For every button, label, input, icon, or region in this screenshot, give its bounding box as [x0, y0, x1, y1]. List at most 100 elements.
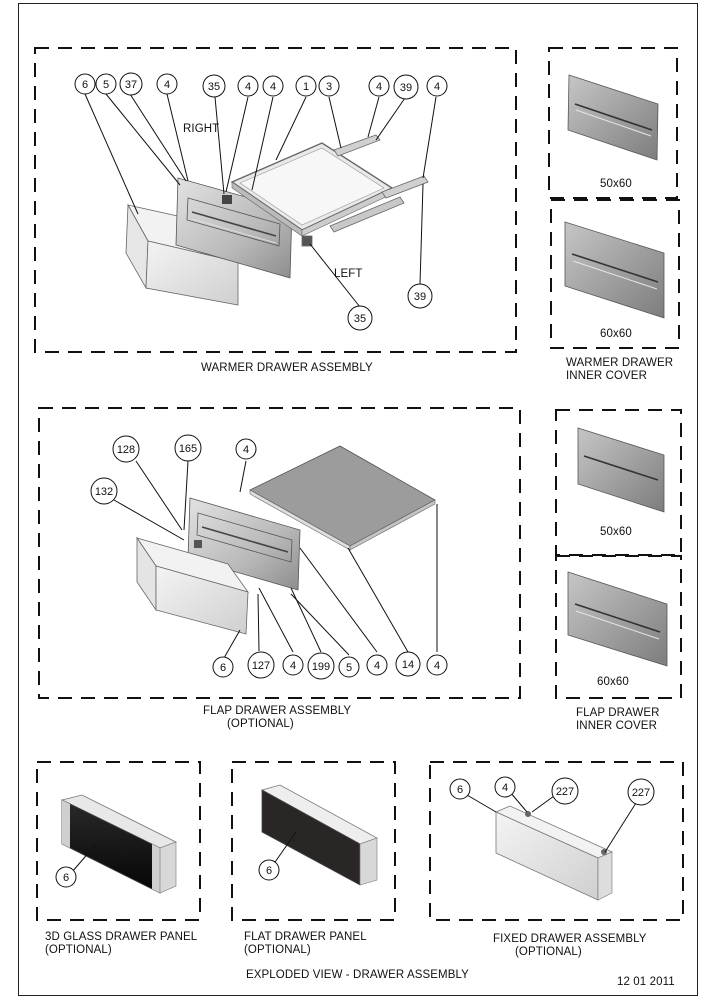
- callout-circle: [347, 305, 373, 331]
- callout-number: 5: [346, 662, 352, 674]
- warmer-cover-size-2: 60x60: [600, 328, 632, 340]
- callout-number: 6: [82, 79, 88, 91]
- warmer-cover-title-1: WARMER DRAWER: [566, 357, 674, 369]
- warmer-cover-60x60: [564, 221, 665, 319]
- callout-number: 14: [402, 659, 414, 671]
- callout-circle: [627, 778, 655, 806]
- callout-number: 4: [374, 660, 380, 672]
- callout-circle: [551, 777, 579, 805]
- fixed-assembly-title-2: (OPTIONAL): [515, 946, 582, 958]
- callout-circle: [338, 656, 360, 678]
- callout-number: 4: [164, 79, 170, 91]
- callout-number: 165: [179, 443, 197, 455]
- flat-panel-box: [231, 761, 396, 921]
- callout-number: 6: [266, 865, 272, 877]
- callout-circle: [202, 74, 226, 98]
- flap-assembly-title-2: (OPTIONAL): [227, 718, 294, 730]
- warmer-cover-50x60: [567, 74, 659, 161]
- callout-circle: [247, 651, 275, 679]
- fixed-assembly-title-1: FIXED DRAWER ASSEMBLY: [493, 933, 647, 945]
- callout-number: 199: [312, 661, 330, 673]
- callout-circle: [368, 75, 390, 97]
- callout-number: 227: [632, 787, 650, 799]
- glass-drawer-panel: [60, 794, 177, 894]
- warmer-cover-title-2: INNER COVER: [566, 370, 647, 382]
- flap-front-panel: [136, 536, 249, 635]
- callout-circle: [235, 438, 257, 460]
- callout-circle: [95, 73, 117, 95]
- callout-number: 39: [400, 82, 412, 94]
- flap-assembly-title-1: FLAP DRAWER ASSEMBLY: [203, 705, 352, 717]
- callout-number: 4: [245, 81, 251, 93]
- flap-cover-50x60: [577, 427, 665, 513]
- fixed-drawer-box: [429, 761, 684, 921]
- flap-cover-50x60-box: [555, 409, 682, 556]
- callout-number: 132: [95, 486, 113, 498]
- callout-circle: [426, 75, 448, 97]
- callout-number: 5: [103, 79, 109, 91]
- flap-cover-title-2: INNER COVER: [576, 720, 657, 732]
- flap-top-plate: [249, 445, 436, 551]
- callout-circle: [55, 866, 77, 888]
- callout-number: 128: [117, 444, 135, 456]
- flap-cover-title-1: FLAP DRAWER: [576, 707, 660, 719]
- warmer-assembly-title: WARMER DRAWER ASSEMBLY: [201, 362, 373, 374]
- callout-number: 4: [434, 660, 440, 672]
- fixed-drawer-panel: [495, 805, 613, 901]
- callout-circle: [212, 656, 234, 678]
- callout-number: 1: [303, 81, 309, 93]
- callout-circle: [395, 651, 421, 677]
- callout-circle: [407, 283, 433, 309]
- callout-circle: [119, 72, 143, 96]
- left-side-label: LEFT: [334, 268, 363, 280]
- callout-number: 4: [270, 81, 276, 93]
- flat-drawer-panel: [260, 784, 378, 886]
- callout-circle: [494, 776, 516, 798]
- sheet-title: EXPLODED VIEW - DRAWER ASSEMBLY: [246, 969, 469, 981]
- callout-number: 37: [125, 79, 137, 91]
- flat-panel-title-2: (OPTIONAL): [244, 944, 311, 956]
- warmer-drawer-box: [34, 47, 517, 353]
- flap-inner-panel: [187, 497, 301, 591]
- warmer-rails: [301, 134, 429, 247]
- glass-panel-title-2: (OPTIONAL): [45, 944, 112, 956]
- flap-cover-60x60: [567, 571, 668, 667]
- callout-number: 6: [220, 662, 226, 674]
- callout-circle: [295, 75, 317, 97]
- glass-panel-box: [36, 761, 201, 921]
- callout-number: 4: [376, 81, 382, 93]
- callout-number: 6: [457, 784, 463, 796]
- sheet-date: 12 01 2011: [617, 976, 675, 988]
- callout-circle: [74, 73, 96, 95]
- flap-cover-60x60-box: [555, 555, 682, 699]
- warmer-cover-size-1: 50x60: [600, 178, 632, 190]
- flap-cover-size-1: 50x60: [600, 526, 632, 538]
- callout-circle: [156, 73, 178, 95]
- callout-circle: [258, 859, 280, 881]
- callout-number: 6: [63, 872, 69, 884]
- callout-number: 127: [252, 660, 270, 672]
- callout-number: 4: [434, 81, 440, 93]
- callout-number: 4: [502, 782, 508, 794]
- callout-number: 4: [243, 444, 249, 456]
- flap-cover-size-2: 60x60: [597, 676, 629, 688]
- callout-circle: [449, 778, 471, 800]
- callout-number: 35: [208, 81, 220, 93]
- callout-circle: [366, 654, 388, 676]
- callout-circle: [426, 654, 448, 676]
- callout-number: 39: [414, 291, 426, 303]
- flap-drawer-box: [38, 407, 521, 699]
- callout-circle: [174, 434, 202, 462]
- callout-number: 227: [556, 786, 574, 798]
- callout-number: 4: [290, 660, 296, 672]
- callout-circle: [90, 477, 118, 505]
- sheet-border: [18, 3, 698, 996]
- callout-circle: [262, 75, 284, 97]
- callout-circle: [307, 652, 335, 680]
- callout-circle: [318, 75, 340, 97]
- callout-circle: [282, 654, 304, 676]
- callout-number: 3: [326, 81, 332, 93]
